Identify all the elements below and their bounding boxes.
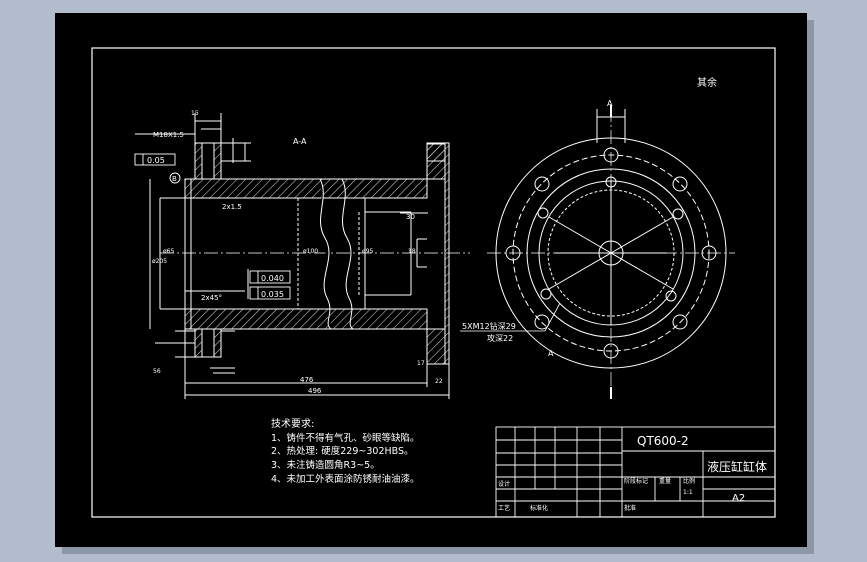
- dim-56: 56: [153, 368, 161, 375]
- drawing-sheet[interactable]: 0.05 B 0.040 0.035 A-A M18X1.5 2x45° 2x1…: [55, 13, 807, 547]
- cut-label-top: A: [607, 99, 613, 108]
- section-view: [135, 113, 470, 399]
- weight-label: 重量: [659, 477, 671, 485]
- scale-label: 比例: [683, 477, 695, 485]
- paper: [55, 13, 807, 547]
- hole-note-line1: 5XM12钻深29: [462, 321, 516, 331]
- dim-30: 30: [406, 213, 415, 221]
- drawing-svg: 0.05 B 0.040 0.035 A-A M18X1.5 2x45° 2x1…: [55, 13, 807, 547]
- remainder-note: 其余: [697, 76, 717, 89]
- dim-496: 496: [308, 387, 322, 395]
- dim-22: 22: [435, 378, 443, 385]
- dim-100: ø100: [303, 248, 318, 255]
- gdt-2-value: 0.040: [261, 274, 284, 283]
- cut-label-bottom: A: [548, 349, 554, 358]
- notes-heading: 技术要求:: [271, 417, 314, 430]
- note-2: 2、热处理: 硬度229~302HBS。: [271, 445, 414, 457]
- scale-value: 1:1: [683, 489, 693, 496]
- gdt-3-value: 0.035: [261, 290, 284, 299]
- standard-label: 标准化: [530, 504, 548, 512]
- section-label: A-A: [293, 137, 307, 146]
- drawing-frame: [91, 47, 776, 518]
- note-4: 4、未加工外表面涂防锈耐油油漆。: [271, 473, 420, 485]
- hole-note-line2: 攻深22: [487, 333, 513, 343]
- note-3: 3、未注铸造圆角R3~5。: [271, 459, 380, 471]
- dim-18: 18: [408, 248, 416, 255]
- gdt-frame-2: [249, 270, 291, 300]
- approve-label: 批准: [624, 504, 636, 512]
- chamfer-label: 2x45°: [201, 294, 222, 302]
- stage-label: 阶段标记: [624, 477, 648, 485]
- gdt-1-value: 0.05: [147, 156, 165, 165]
- dim-65: ø65: [163, 248, 174, 255]
- material-label: QT600-2: [637, 434, 689, 448]
- dim-17: 17: [417, 360, 425, 367]
- chamfer2-label: 2x1.5: [222, 203, 242, 211]
- end-view: [487, 105, 735, 399]
- gdt-frame-1: [134, 153, 181, 184]
- process-label: 工艺: [498, 504, 510, 512]
- thread-label: M18X1.5: [153, 131, 184, 139]
- design-label: 设计: [498, 480, 510, 488]
- dim-476: 476: [300, 376, 314, 384]
- title-block: [495, 426, 776, 518]
- part-name: 液压缸缸体: [707, 459, 767, 474]
- sheet-size: A2: [732, 493, 745, 504]
- note-1: 1、铸件不得有气孔、砂眼等缺陷。: [271, 432, 420, 444]
- dim-15: 15: [191, 110, 199, 117]
- dim-95: ø95: [362, 248, 373, 255]
- gdt-1-ref: B: [172, 175, 177, 183]
- dim-205: ø205: [152, 258, 167, 265]
